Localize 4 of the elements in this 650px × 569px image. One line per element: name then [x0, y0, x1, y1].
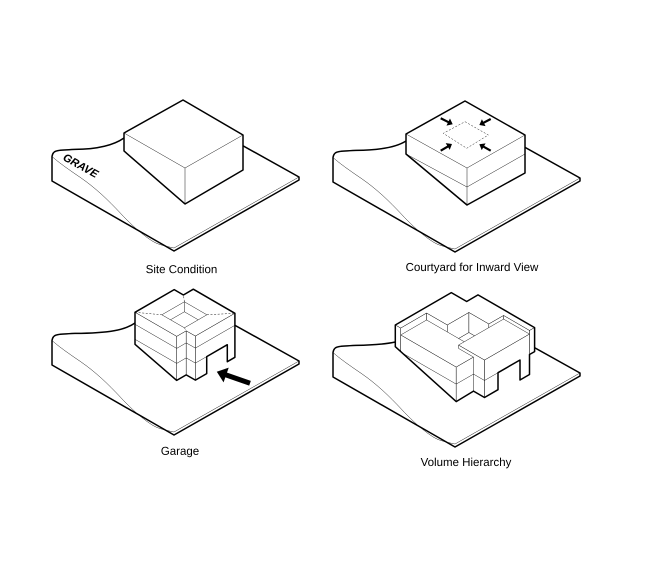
caption: Volume Hierarchy	[420, 458, 512, 468]
caption: Courtyard for Inward View	[406, 262, 538, 274]
caption: Garage	[161, 446, 199, 458]
caption: Site Condition	[146, 264, 217, 274]
